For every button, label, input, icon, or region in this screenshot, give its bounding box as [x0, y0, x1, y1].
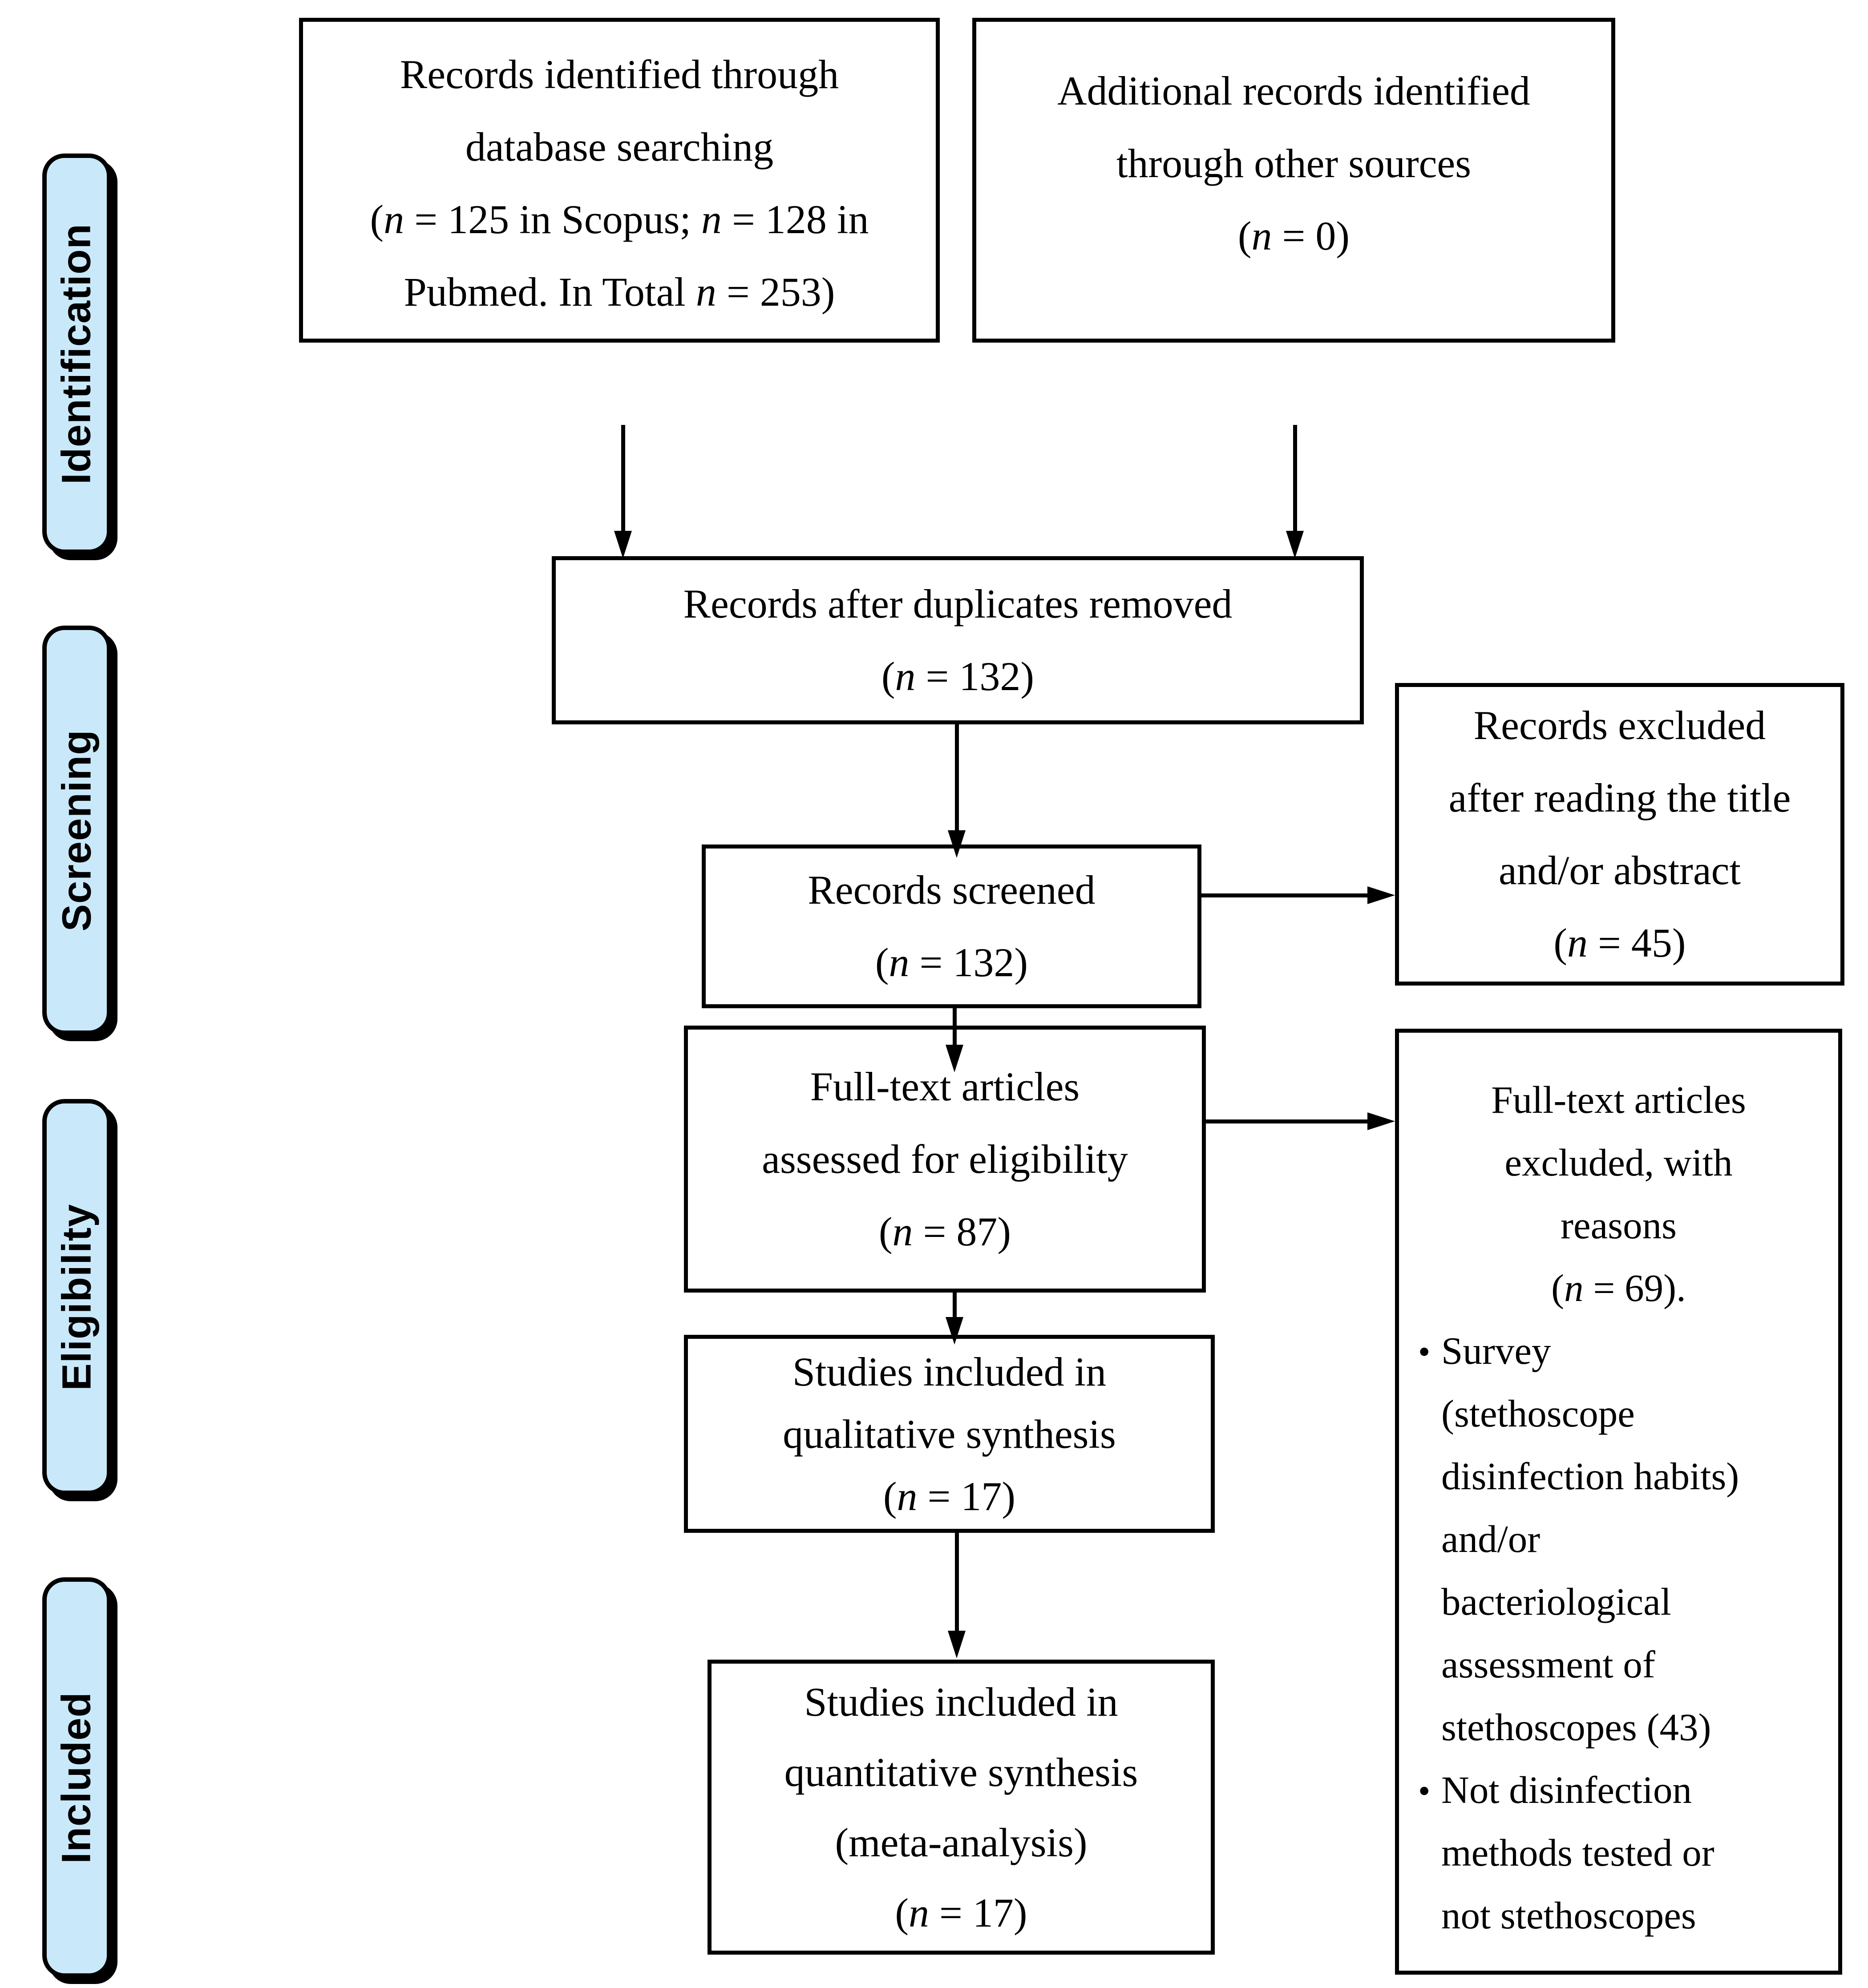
arrow-identified-to-dedup-line [621, 425, 625, 532]
exclusion-reason-item: Survey (stethoscope disinfection habits) an… [1418, 1319, 1826, 1758]
box-text-line: through other sources [1116, 141, 1472, 186]
box-text-line: Full-text articles [810, 1063, 1080, 1109]
box-text-line: and/or [1441, 1517, 1540, 1560]
arrow-additional-to-dedup-line [1293, 425, 1297, 532]
stage-screening: Screening [42, 626, 111, 1035]
box-records-screened: Records screened (n = 132) [702, 844, 1201, 1008]
box-text-line: assessed for eligibility [762, 1136, 1128, 1182]
stage-included: Included [42, 1577, 111, 1978]
arrow-qualitative-to-quantitative-line [955, 1533, 959, 1632]
box-text-line: Studies included in [804, 1679, 1118, 1725]
box-fulltext-assessed: Full-text articles assessed for eligibili… [684, 1026, 1206, 1293]
box-fulltext-excluded: Full-text articles excluded, with reasons (… [1395, 1029, 1842, 1975]
box-text-line: (n = 69). [1551, 1266, 1686, 1309]
box-text-line: Survey [1441, 1329, 1551, 1372]
arrow-screened-to-excluded-head [1367, 886, 1395, 904]
box-text-line: Records identified through [400, 52, 839, 97]
box-text-line: (n = 87) [878, 1208, 1011, 1254]
arrow-fulltext-to-excluded-head [1367, 1112, 1395, 1130]
arrow-additional-to-dedup-head [1286, 531, 1304, 558]
box-text-line: (meta-analysis) [835, 1819, 1088, 1865]
box-text-line: database searching [465, 124, 774, 170]
box-text-line: Additional records identified [1057, 68, 1530, 113]
arrow-qualitative-to-quantitative-head [948, 1631, 966, 1658]
arrow-screened-to-excluded-line [1201, 893, 1370, 897]
box-text-line: (n = 0) [1237, 213, 1350, 259]
box-text-line: reasons [1561, 1204, 1677, 1247]
box-text-line: Records screened [808, 867, 1096, 913]
box-text-line: stethoscopes (43) [1441, 1705, 1711, 1749]
box-records-after-duplicates: Records after duplicates removed (n = 132… [552, 556, 1364, 724]
box-text-line: (n = 17) [883, 1473, 1016, 1519]
box-text-line: (n = 125 in Scopus; n = 128 in [370, 197, 869, 242]
arrow-dedup-to-screened-line [955, 724, 959, 831]
box-text-line: (n = 17) [895, 1890, 1027, 1935]
box-text-line: bacteriological [1441, 1580, 1671, 1623]
stage-included-label: Included [54, 1691, 99, 1864]
arrow-dedup-to-screened-head [948, 830, 966, 858]
box-text-line: (n = 132) [875, 940, 1028, 985]
box-records-excluded: Records excluded after reading the title a… [1395, 683, 1844, 986]
arrow-fulltext-to-excluded-line [1206, 1119, 1370, 1123]
box-text-line: Pubmed. In Total n = 253) [404, 269, 835, 315]
box-text-line: qualitative synthesis [783, 1411, 1116, 1457]
box-text-line: (n = 45) [1553, 920, 1686, 966]
arrow-screened-to-fulltext-line [953, 1008, 957, 1046]
box-text-line: assessment of [1441, 1643, 1655, 1686]
box-text-line: Not disinfection [1441, 1768, 1692, 1811]
box-qualitative-synthesis: Studies included in qualitative synthesis… [684, 1335, 1215, 1533]
box-text-line: (n = 132) [881, 654, 1035, 699]
box-records-identified: Records identified through database searc… [299, 18, 940, 343]
box-text-line: not stethoscopes [1441, 1894, 1696, 1937]
fulltext-excluded-reasons: Survey (stethoscope disinfection habits) an… [1399, 1319, 1838, 1947]
box-quantitative-synthesis: Studies included in quantitative synthesi… [708, 1660, 1215, 1955]
arrow-fulltext-to-qualitative-head [946, 1317, 963, 1345]
stage-eligibility: Eligibility [42, 1099, 111, 1495]
box-text-line: excluded, with [1504, 1141, 1733, 1184]
box-additional-records: Additional records identified through oth… [972, 18, 1615, 343]
stage-eligibility-label: Eligibility [54, 1204, 99, 1390]
stage-identification: Identification [42, 154, 111, 554]
exclusion-reason-item: Not disinfection methods tested or not ste… [1418, 1758, 1826, 1947]
box-text-line: Full-text articles [1491, 1078, 1746, 1121]
stage-screening-label: Screening [54, 729, 100, 931]
arrow-fulltext-to-qualitative-line [953, 1293, 957, 1319]
box-text-line: Records excluded [1473, 703, 1766, 748]
box-text-line: Studies included in [792, 1349, 1107, 1394]
arrow-identified-to-dedup-head [614, 531, 632, 558]
box-text-line: quantitative synthesis [784, 1749, 1138, 1795]
stage-identification-label: Identification [54, 223, 100, 485]
box-text-line: methods tested or [1441, 1831, 1714, 1874]
box-text-line: disinfection habits) [1441, 1455, 1739, 1498]
fulltext-excluded-header: Full-text articles excluded, with reasons (… [1399, 1068, 1838, 1319]
box-text-line: after reading the title [1448, 775, 1791, 820]
box-text-line: and/or abstract [1498, 848, 1741, 893]
arrow-screened-to-fulltext-head [946, 1045, 963, 1072]
box-text-line: Records after duplicates removed [683, 581, 1233, 626]
box-text-line: (stethoscope [1441, 1392, 1635, 1435]
